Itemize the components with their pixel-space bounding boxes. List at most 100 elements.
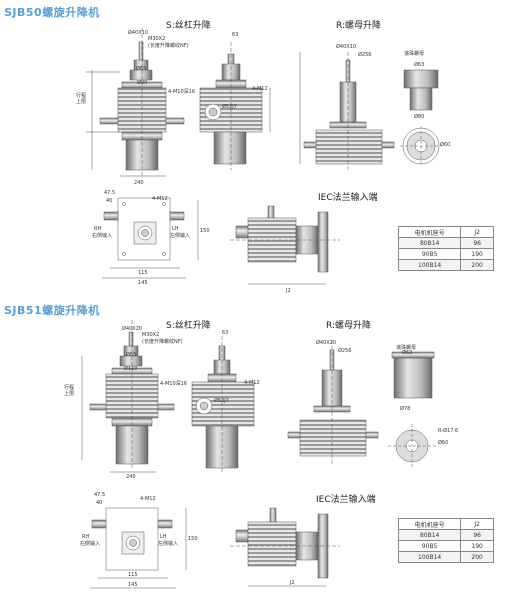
s1-dim-115: 115 bbox=[138, 270, 148, 276]
s1-r-label: R:螺母升降 bbox=[336, 21, 382, 31]
s1-dim-d63: Ø63 bbox=[414, 62, 425, 68]
table-header-cell: 电机机座号 bbox=[397, 518, 462, 530]
s2-dim-d78: Ø78 bbox=[400, 406, 411, 412]
table-row: 80B14 96 bbox=[397, 237, 494, 249]
table-cell: 96 bbox=[460, 529, 494, 541]
s1-front-view bbox=[86, 28, 185, 177]
table-header-row: 电机机座号 J2 bbox=[397, 518, 494, 530]
table-cell: 96 bbox=[460, 237, 494, 249]
s2-dim-hole4: 4-M10深16 bbox=[160, 381, 188, 387]
section2-title: SJB51螺旋升降机 bbox=[4, 304, 100, 317]
table-cell: 80B14 bbox=[397, 529, 462, 541]
s2-rh: RH bbox=[82, 534, 90, 540]
s1-dim-m12: 4-M12 bbox=[252, 86, 268, 92]
s1-iec-label: IEC法兰输入端 bbox=[318, 193, 378, 203]
s2-dim-d60: Ø60 bbox=[438, 440, 449, 446]
s2-dim-m30x2-note: (长度升降螺纹NF) bbox=[142, 339, 183, 345]
s1-lh: LH bbox=[172, 226, 179, 232]
s1-ball-nut bbox=[400, 69, 442, 166]
s1-r-view bbox=[299, 52, 395, 170]
s1-rh: RH bbox=[94, 226, 102, 232]
s1-dim-47: 47.5 bbox=[104, 190, 116, 196]
s1-dim-d65: Ø65 bbox=[136, 66, 147, 72]
s1-dim-d60: Ø60 bbox=[440, 142, 451, 148]
table-row: 100B14 200 bbox=[397, 551, 494, 563]
table-row: 90B5 190 bbox=[397, 540, 494, 552]
table-row: 90B5 190 bbox=[397, 248, 494, 260]
s2-dim-150: 150 bbox=[188, 536, 198, 542]
s2-dim-d256: Ø256 bbox=[338, 348, 352, 354]
s1-dim-150: 150 bbox=[200, 228, 210, 234]
table-cell: 200 bbox=[460, 259, 494, 271]
s1-dim-63: 63 bbox=[232, 32, 239, 38]
s2-ball-nut-label: 滚珠螺母 bbox=[396, 345, 417, 351]
s1-dim-d40x10-r: Ø40X10 bbox=[336, 44, 357, 50]
table-cell: 190 bbox=[460, 540, 494, 552]
table-header-cell: 电机机座号 bbox=[397, 226, 462, 238]
s2-dim-d63: Ø63 bbox=[402, 350, 413, 356]
s1-dim-hole4: 4-M10深16 bbox=[168, 89, 196, 95]
s2-dim-d40x20: Ø40X20 bbox=[122, 326, 143, 332]
s1-dim-d52j7: Ø52J7 bbox=[222, 104, 237, 110]
s2-iec-view bbox=[230, 507, 340, 587]
s1-dim-d90: Ø90 bbox=[137, 80, 148, 86]
s1-dim-145: 145 bbox=[138, 280, 148, 286]
s2-dim-145: 145 bbox=[128, 582, 138, 588]
s1-dim-d256: Ø256 bbox=[358, 52, 372, 58]
table-row: 100B14 200 bbox=[397, 259, 494, 271]
s2-dim-d40x20-r: Ø40X20 bbox=[316, 340, 337, 346]
s1-lh-note: 左侧输入 bbox=[170, 233, 191, 239]
s2-r-view bbox=[287, 340, 379, 466]
table-cell: 100B14 bbox=[397, 551, 462, 563]
s2-dim-d52j7: Ø52J7 bbox=[214, 398, 229, 404]
s2-lh: LH bbox=[160, 534, 167, 540]
s2-lh-note: 左侧输入 bbox=[158, 541, 179, 547]
s2-dim-rd17: R-Ø17.6 bbox=[438, 428, 459, 434]
s2-dim-m30x2: M30X2 bbox=[142, 332, 160, 338]
table-cell: 80B14 bbox=[397, 237, 462, 249]
s1-dim-m30x2-note: (长度升降螺纹NF) bbox=[148, 43, 189, 49]
s2-iec-label: IEC法兰输入端 bbox=[316, 495, 376, 505]
s2-dim-40: 40 bbox=[96, 500, 103, 506]
table-header-cell: J2 bbox=[460, 518, 494, 530]
s1-dim-m12-plan: 4-M12 bbox=[152, 196, 168, 202]
table-cell: 90B5 bbox=[397, 248, 462, 260]
s2-front-view bbox=[81, 320, 175, 473]
s2-dim-m12: 4-M12 bbox=[244, 380, 260, 386]
s1-dim-j2: J2 bbox=[286, 288, 291, 294]
table-header-cell: J2 bbox=[460, 226, 494, 238]
s2-dim-63: 63 bbox=[222, 330, 229, 336]
table-cell: 100B14 bbox=[397, 259, 462, 271]
motor-table-2: 电机机座号 J2 80B14 96 90B5 190 100B14 200 bbox=[397, 518, 494, 563]
s2-limit: 上限 bbox=[64, 391, 75, 397]
s1-dim-m30x2: M30X2 bbox=[148, 36, 166, 42]
s1-travel: 行程 bbox=[76, 93, 87, 99]
s2-dim-47: 47.5 bbox=[94, 492, 106, 498]
motor-table-1: 电机机座号 J2 80B14 96 90B5 190 100B14 200 bbox=[397, 226, 494, 271]
s1-dim-240: 240 bbox=[134, 180, 144, 186]
s1-dim-d80: Ø80 bbox=[414, 114, 425, 120]
s2-r-label: R:螺母升降 bbox=[326, 321, 372, 331]
s2-dim-j2: J2 bbox=[290, 580, 295, 586]
s1-limit: 上限 bbox=[76, 99, 87, 105]
s1-plan-view bbox=[102, 197, 199, 279]
s1-rh-note: 右侧输入 bbox=[92, 233, 113, 239]
s2-dim-m12-plan: 4-M12 bbox=[140, 496, 156, 502]
s2-dim-d110: Ø110 bbox=[124, 366, 138, 372]
table-cell: 200 bbox=[460, 551, 494, 563]
s2-ball-nut bbox=[388, 351, 436, 468]
s2-plan-view bbox=[90, 507, 187, 589]
section1-title: SJB50螺旋升降机 bbox=[4, 6, 100, 19]
s2-rh-note: 右侧输入 bbox=[80, 541, 101, 547]
s2-dim-d65: Ø65 bbox=[126, 352, 137, 358]
s1-dim-40: 40 bbox=[106, 198, 113, 204]
s2-s-label: S:丝杠升降 bbox=[166, 321, 211, 331]
s2-dim-115: 115 bbox=[128, 572, 138, 578]
table-cell: 190 bbox=[460, 248, 494, 260]
s1-s-label: S:丝杠升降 bbox=[166, 21, 211, 31]
s1-side-view bbox=[199, 42, 271, 170]
s2-side-view bbox=[191, 336, 255, 472]
s1-dim-d40x10: Ø40X10 bbox=[128, 30, 149, 36]
s2-dim-240: 240 bbox=[126, 474, 136, 480]
